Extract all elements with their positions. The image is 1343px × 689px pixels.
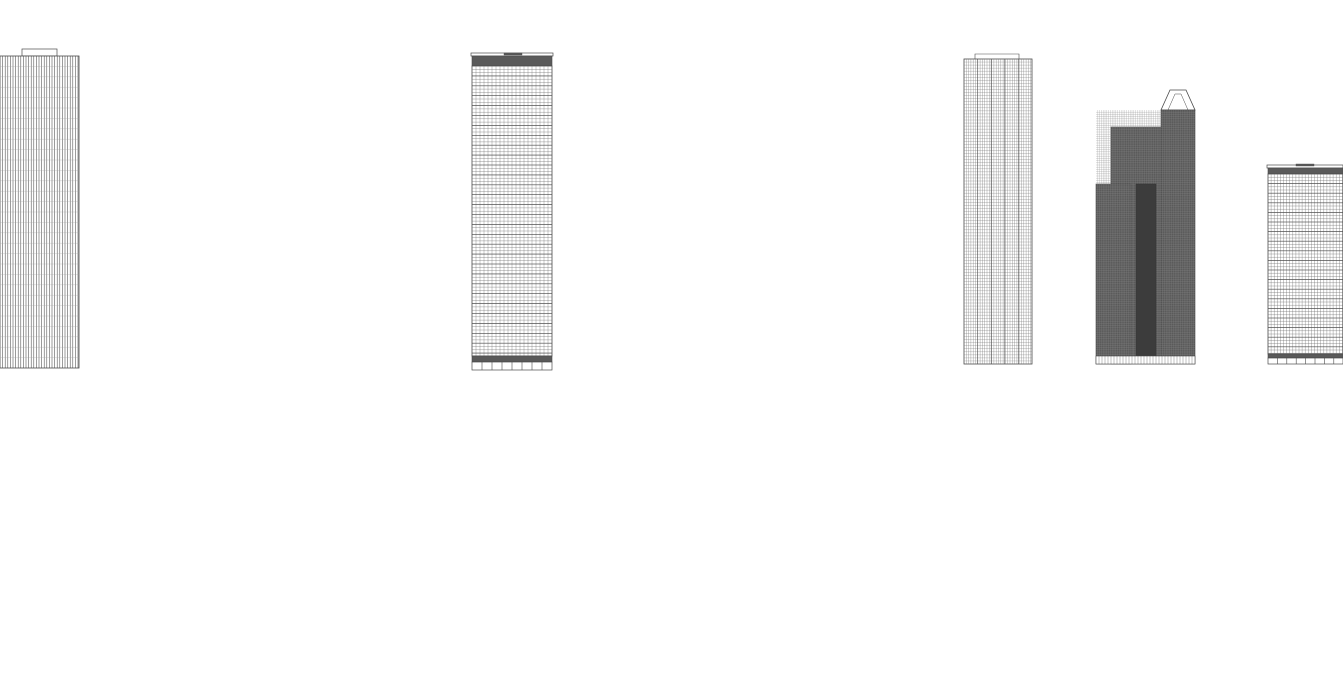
roof-rail <box>974 53 1020 59</box>
upper-tower <box>1160 109 1196 365</box>
crown-band <box>471 55 553 67</box>
dark-spine <box>1135 183 1157 357</box>
tower-body <box>1267 173 1343 355</box>
building-banded-grid-tower <box>470 52 554 371</box>
building-slender-grid-tower <box>963 53 1033 365</box>
building-vertical-fins-tower <box>0 48 80 369</box>
roof-equipment <box>1295 163 1315 167</box>
base-columns <box>1098 356 1193 364</box>
floor-lines <box>0 66 79 358</box>
floor-lines <box>964 61 1032 362</box>
rooftop-penthouse <box>21 48 58 57</box>
base-level <box>1095 355 1196 365</box>
mullions <box>1270 174 1343 354</box>
podium-band <box>1267 353 1343 359</box>
crown-band <box>1267 167 1343 175</box>
floor-bands <box>1268 183 1343 348</box>
column-lines <box>977 59 1019 364</box>
building-stepped-dark-tower <box>1095 89 1196 365</box>
mullions <box>475 66 549 356</box>
lobby-columns <box>481 362 543 370</box>
lower-wing <box>1095 183 1132 365</box>
floor-lines <box>1268 177 1343 354</box>
roof-equipment <box>503 52 523 56</box>
podium-band <box>471 355 553 363</box>
building-partial-grid-tower <box>1266 163 1343 365</box>
floor-bands <box>472 75 552 354</box>
lobby-columns <box>1277 358 1335 364</box>
crown-inner-frame <box>1167 93 1189 111</box>
